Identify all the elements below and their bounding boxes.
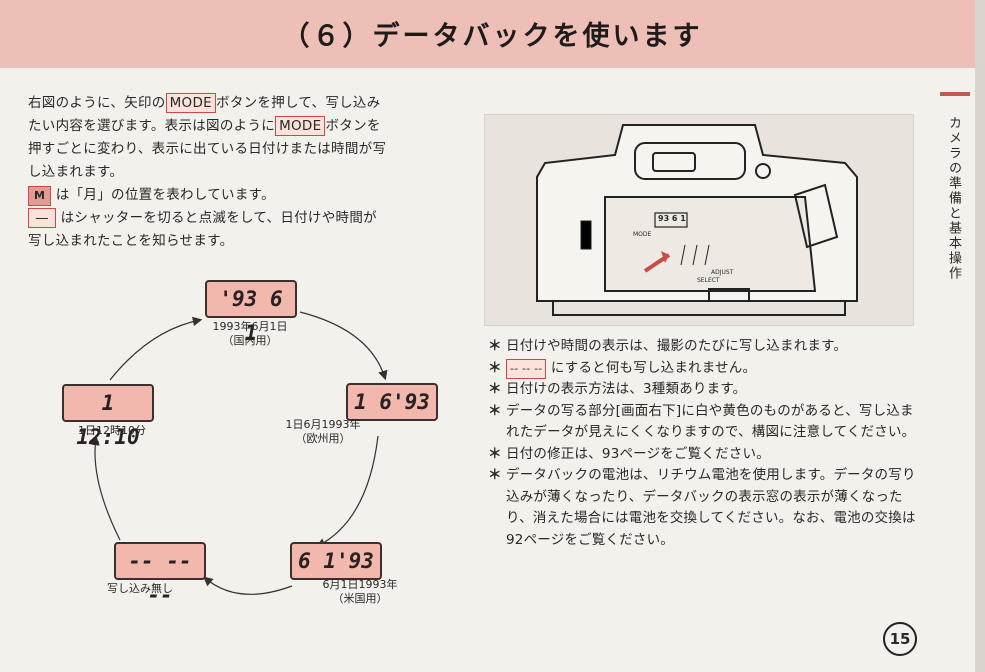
note-asterisk: ＊ bbox=[488, 402, 502, 419]
lcd-no-imprint: -- -- -- bbox=[114, 542, 206, 607]
note-text: 日付けや時間の表示は、撮影のたびに写し込まれます。 bbox=[506, 338, 848, 354]
intro-line2b: ボタンを bbox=[325, 118, 381, 134]
lcd-day-time: 1 12:10 bbox=[62, 384, 154, 449]
camera-back-drawing bbox=[536, 124, 858, 316]
dash-text-1: はシャッターを切ると点滅をして、日付けや時間が bbox=[60, 210, 377, 226]
arrow-left-to-top bbox=[109, 316, 203, 381]
caption-europe: 1日6月1993年 （欧州用） bbox=[268, 418, 378, 446]
note-text: 日付の修正は、93ページをご覧ください。 bbox=[506, 445, 770, 462]
note-asterisk: ＊ bbox=[488, 359, 502, 376]
note-asterisk: ＊ bbox=[488, 381, 502, 397]
side-tab-chapter: カメラの準備と基本操作 bbox=[946, 116, 961, 281]
intro-line3: 押すごとに変わり、表示に出ている日付けまたは時間が写 bbox=[28, 141, 387, 157]
intro-line4: し込まれます。 bbox=[28, 164, 124, 180]
camera-select-label: SELECT bbox=[697, 277, 720, 284]
caption-us: 6月1日1993年 （米国用） bbox=[300, 578, 420, 606]
caption-europe-sub: （欧州用） bbox=[295, 432, 351, 445]
note-item: ＊ データの写る部分[画面右下]に白や黄色のものがあると、写し込まれたデータが見… bbox=[488, 401, 918, 444]
side-tab-accent bbox=[940, 92, 970, 96]
page-edge bbox=[975, 0, 985, 672]
arrow-top-to-right bbox=[299, 311, 388, 381]
caption-no-imprint: 写し込み無し bbox=[107, 582, 173, 595]
caption-us-date: 6月1日1993年 bbox=[322, 578, 398, 591]
note-item: ＊ 日付の修正は、93ページをご覧ください。 bbox=[488, 444, 918, 466]
no-imprint-box: -- -- -- bbox=[506, 358, 547, 379]
mode-button-label: MODE bbox=[165, 93, 217, 113]
caption-domestic-sub: （国内用） bbox=[222, 334, 278, 347]
note-item: ＊ -- -- -- にすると何も写し込まれません。 bbox=[488, 358, 918, 380]
intro-line1a: 右図のように、矢印の bbox=[28, 95, 166, 111]
note-item: ＊ データバックの電池は、リチウム電池を使用します。データの写り込みが薄くなった… bbox=[488, 465, 918, 551]
month-icon-text: は「月」の位置を表わしています。 bbox=[55, 187, 275, 203]
dash-text-2: 写し込まれたことを知らせます。 bbox=[28, 233, 234, 249]
note-asterisk: ＊ bbox=[488, 338, 502, 354]
note-item: ＊ 日付けや時間の表示は、撮影のたびに写し込まれます。 bbox=[488, 336, 918, 358]
arrow-bottomright-to-bottomleft bbox=[203, 576, 293, 595]
camera-adjust-label: ADJUST bbox=[711, 269, 734, 276]
camera-mode-label: MODE bbox=[633, 231, 652, 238]
camera-lcd-text: 93 6 1 bbox=[658, 214, 686, 223]
arrow-right-to-bottomright bbox=[315, 435, 379, 548]
page-title: （６）データバックを使います bbox=[282, 21, 703, 52]
month-icon: M bbox=[28, 186, 52, 206]
camera-illustration-panel: MODE ADJUST SELECT 93 6 1 bbox=[484, 114, 914, 326]
notes-list: ＊ 日付けや時間の表示は、撮影のたびに写し込まれます。 ＊ -- -- -- に… bbox=[488, 336, 918, 551]
note-text: データバックの電池は、リチウム電池を使用します。データの写り込みが薄くなったり、… bbox=[506, 467, 916, 548]
note-text: 日付けの表示方法は、3種類あります。 bbox=[506, 381, 747, 397]
blink-dash-icon: — bbox=[28, 208, 56, 228]
note-item: ＊ 日付けの表示方法は、3種類あります。 bbox=[488, 379, 918, 401]
caption-domestic: 1993年6月1日 （国内用） bbox=[190, 320, 310, 348]
caption-us-sub: （米国用） bbox=[332, 592, 388, 605]
mode-button-label-2: MODE bbox=[275, 116, 326, 136]
note-asterisk: ＊ bbox=[488, 467, 502, 483]
lcd-date-us: 6 1'93 bbox=[290, 542, 382, 580]
lcd-date-europe: 1 6'93 bbox=[346, 383, 438, 421]
caption-day-time: 1日12時10分 bbox=[78, 424, 146, 437]
page-number: 15 bbox=[883, 622, 917, 656]
note-text: にすると何も写し込まれません。 bbox=[550, 359, 757, 376]
note-asterisk: ＊ bbox=[488, 445, 502, 462]
note-text: データの写る部分[画面右下]に白や黄色のものがあると、写し込まれたデータが見えに… bbox=[506, 402, 916, 441]
header-band bbox=[0, 0, 985, 68]
caption-europe-date: 1日6月1993年 bbox=[285, 418, 361, 431]
intro-line2a: たい内容を選びます。表示は図のように bbox=[28, 118, 276, 134]
lcd-date-domestic: '93 6 1 bbox=[205, 280, 297, 345]
caption-domestic-date: 1993年6月1日 bbox=[212, 320, 288, 333]
intro-line1b: ボタンを押して、写し込み bbox=[216, 95, 381, 111]
